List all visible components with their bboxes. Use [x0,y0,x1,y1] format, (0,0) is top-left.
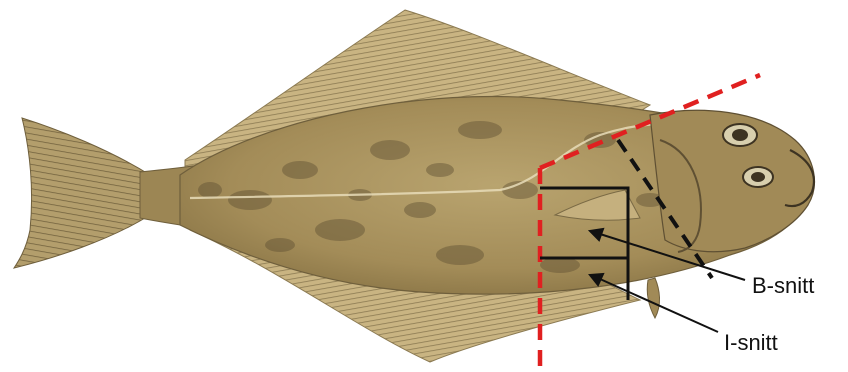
b-snitt-label: B-snitt [752,273,814,298]
i-snitt-label: I-snitt [724,330,778,355]
